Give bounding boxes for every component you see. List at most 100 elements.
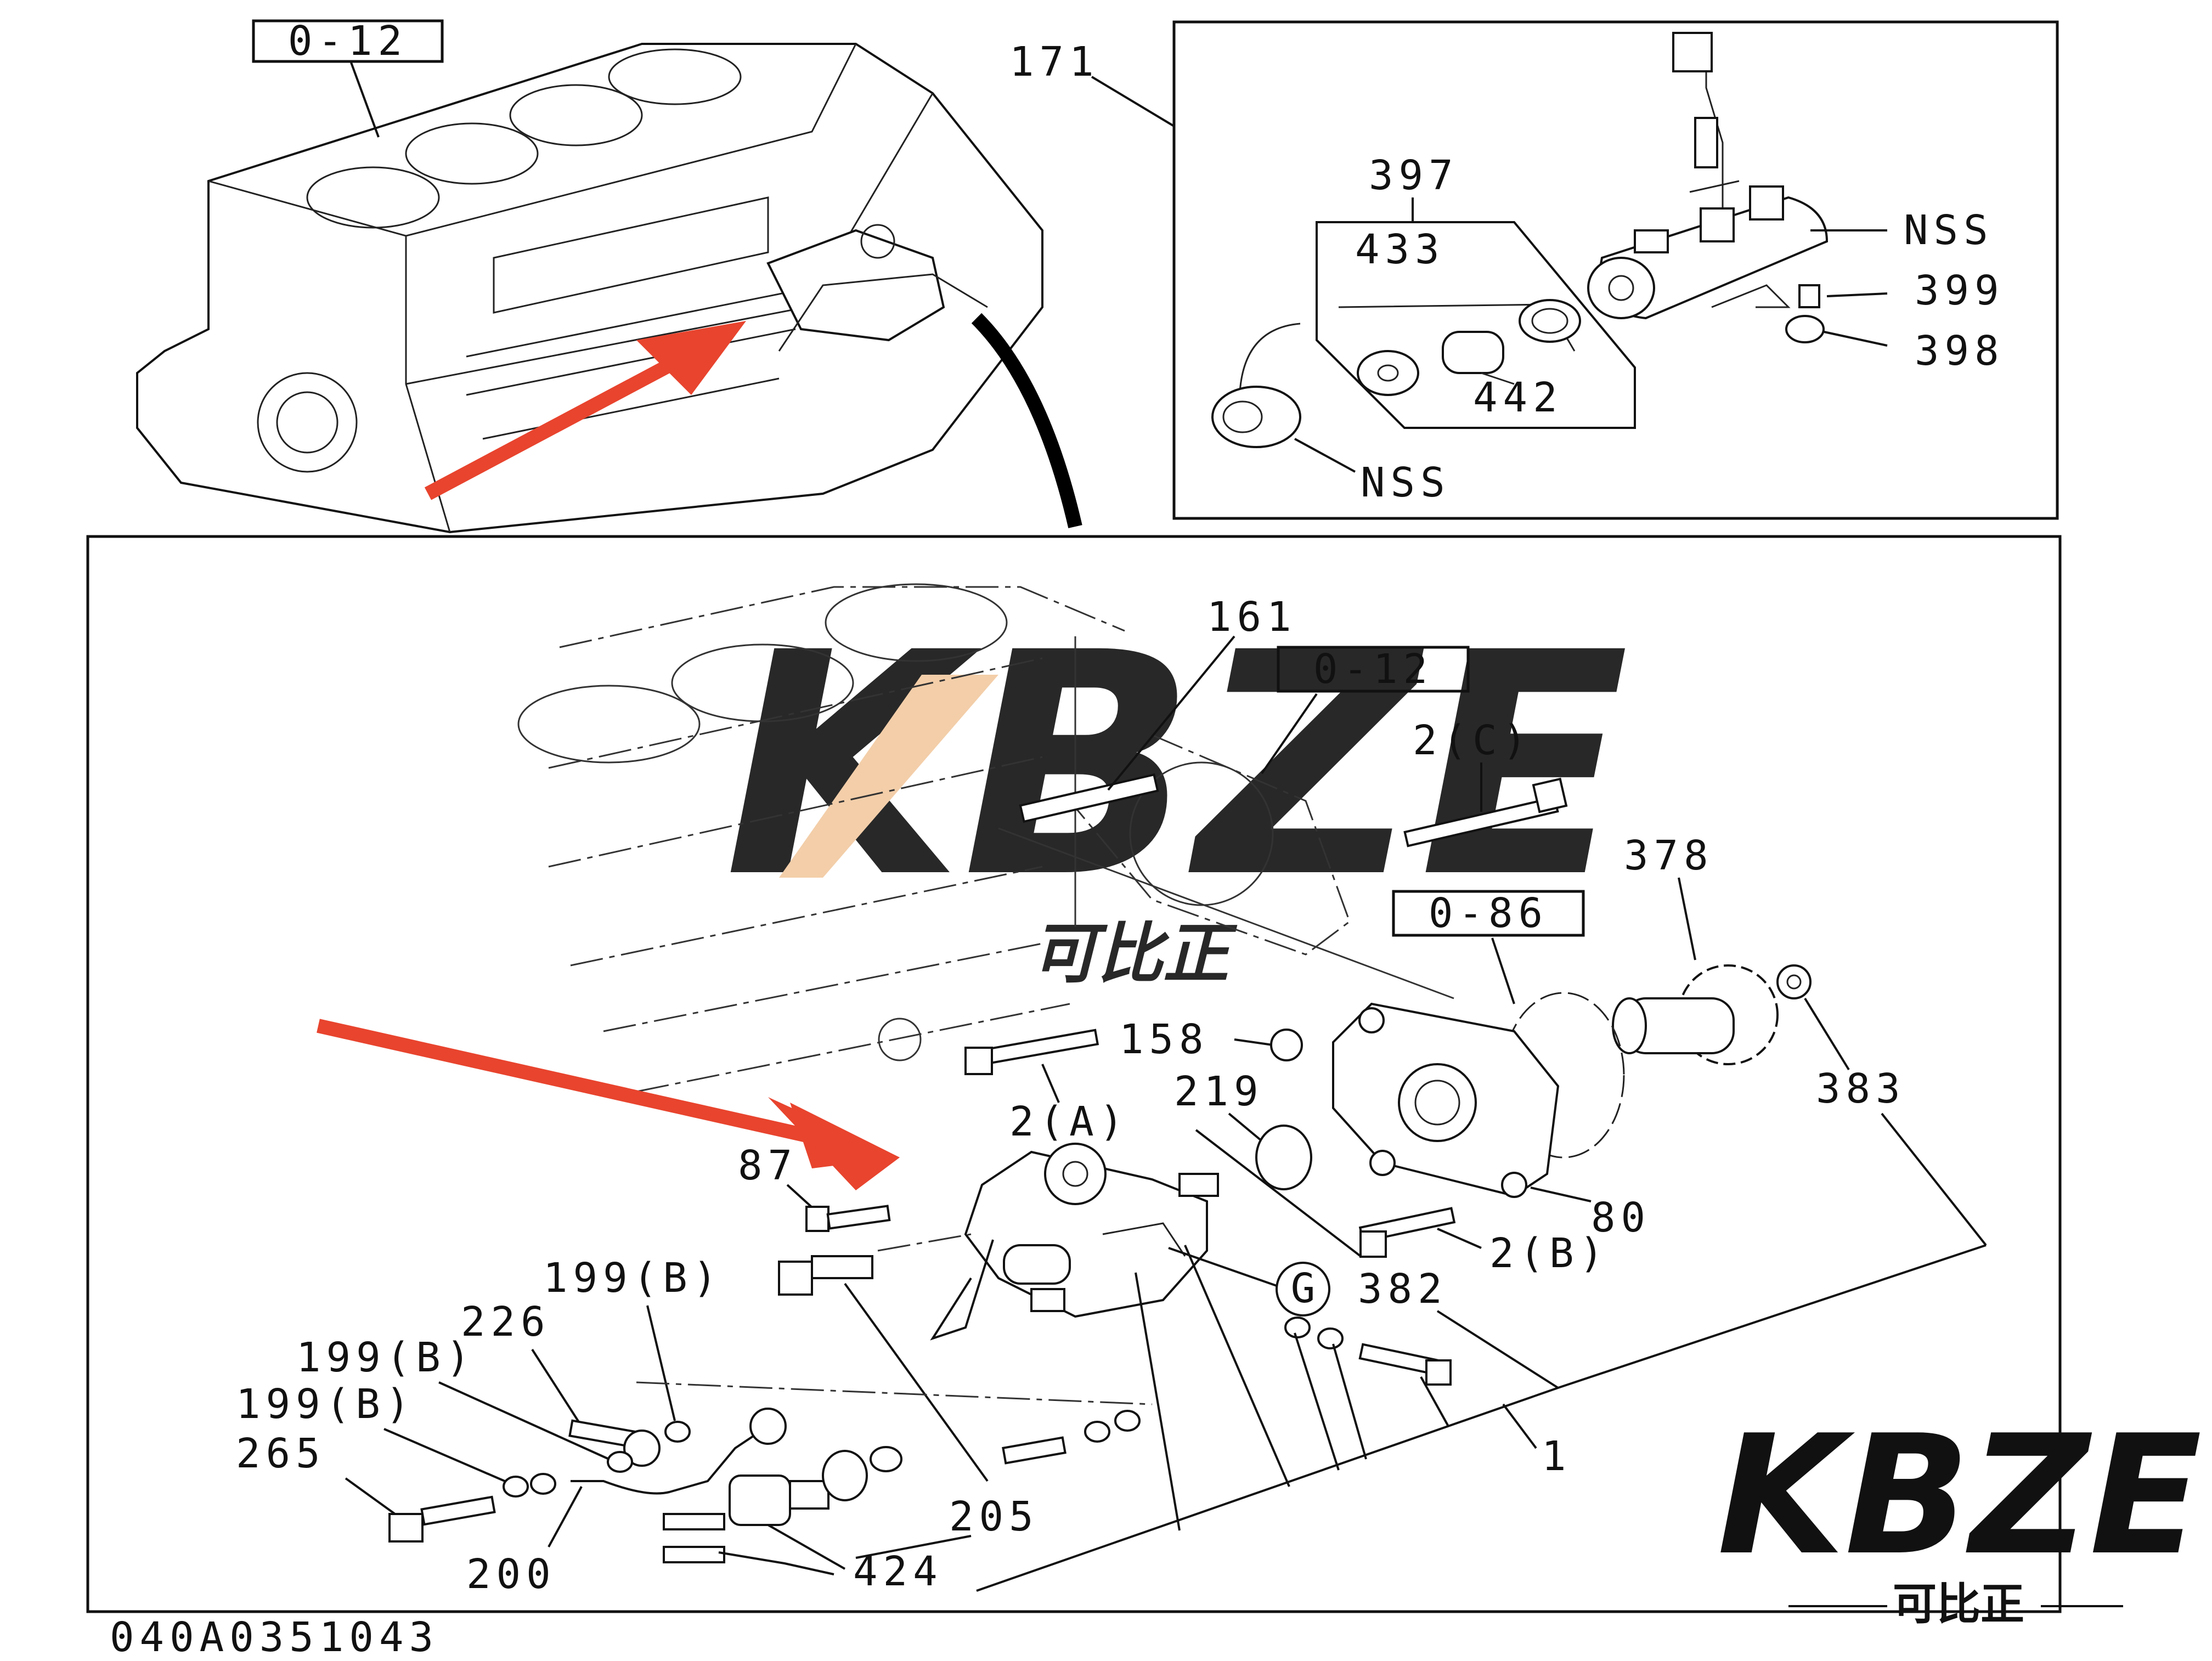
leader-200 <box>548 1486 583 1547</box>
leader-1-a <box>1184 1245 1290 1487</box>
block-ribs <box>466 290 796 440</box>
label-87: 87 <box>738 1142 798 1189</box>
pipe-200 <box>571 1425 769 1495</box>
leader-158 <box>1234 1038 1273 1046</box>
block-edge <box>208 43 857 237</box>
ref-box-0-86 <box>1392 890 1585 937</box>
leader-424-b <box>718 1551 834 1575</box>
label-199b-3: 199(B) <box>236 1381 415 1428</box>
injection-pump <box>930 1143 1219 1341</box>
inset-small-solenoid-face <box>1222 400 1263 433</box>
bore-4 <box>608 48 742 105</box>
inset-solenoid: 171 397 433 442 NSS NSS <box>1009 20 2059 520</box>
inset-oring-inner <box>1531 308 1568 334</box>
bolt-265-head <box>388 1513 424 1543</box>
leader-2b <box>1437 1228 1482 1249</box>
bolt-2b-head <box>1359 1230 1387 1258</box>
inset-small-solenoid <box>1211 386 1301 448</box>
washer-199b-4 <box>530 1473 556 1495</box>
leader-265 <box>345 1477 396 1515</box>
gear-378: 378 <box>1612 832 1779 1065</box>
flange-housing-bore <box>1398 1063 1477 1142</box>
leader-2a <box>1041 1064 1060 1103</box>
bolt-87-head <box>805 1206 830 1232</box>
inset-solenoid-bracket <box>1711 284 1791 308</box>
leader-382-up <box>1195 1129 1362 1257</box>
leader-g <box>1168 1247 1279 1287</box>
inset-label-399: 399 <box>1915 267 2005 314</box>
label-2b: 2(B) <box>1489 1230 1609 1277</box>
bolt-265-shank <box>420 1495 496 1526</box>
stud-161: 161 <box>1019 594 1291 823</box>
inset-big-solenoid-core <box>1608 275 1634 301</box>
bolt-2a-head <box>964 1047 993 1075</box>
inset-label-398: 398 <box>1915 327 2005 375</box>
sensor-205-axis <box>877 1233 972 1252</box>
inset-oring <box>1519 299 1581 343</box>
inset-washer <box>1357 350 1419 396</box>
ghost-bore-2 <box>671 643 854 722</box>
leader-424 <box>768 1524 845 1570</box>
nut-158-shape <box>1270 1029 1303 1061</box>
leader-0-86 <box>1491 937 1515 1004</box>
ref-0-86: 0-86 <box>1392 890 1625 1159</box>
logo-text: KBZE <box>1717 1400 2202 1591</box>
bolt-2b: 2(B) <box>1358 1207 1609 1277</box>
inset-leader-398 <box>1824 331 1888 347</box>
washer-upper-2 <box>1114 1410 1141 1432</box>
label-80: 80 <box>1591 1194 1651 1241</box>
leader-1-main <box>976 1244 1987 1592</box>
ghost-flange <box>1069 734 1351 956</box>
bolt-87: 87 <box>738 1142 891 1232</box>
label-226: 226 <box>461 1298 551 1346</box>
pump-head <box>1044 1143 1107 1205</box>
washer-382-1 <box>1284 1317 1311 1338</box>
ghost-plug <box>878 1018 922 1061</box>
leader-199b-1 <box>646 1305 676 1421</box>
watermark-sub: 可比正 <box>1031 916 1238 992</box>
red-arrow-top-head <box>636 321 746 395</box>
bolt-87-shank <box>826 1205 891 1230</box>
pump-head-core <box>1062 1161 1088 1187</box>
leader-0-12-mid <box>1261 693 1318 775</box>
valve-424-flange <box>822 1450 868 1501</box>
red-arrow-top <box>424 321 746 500</box>
inset-connector <box>1672 32 1713 72</box>
ref-box-0-12-top <box>252 19 444 63</box>
leader-80 <box>1530 1187 1592 1202</box>
label-200: 200 <box>466 1551 556 1598</box>
nut-383-shape <box>1776 964 1812 999</box>
inset-leader-442 <box>1481 372 1515 385</box>
ghost-flange-bore <box>1129 761 1274 906</box>
brand-logo: KBZE 可比正 <box>1717 1400 2202 1630</box>
leader-219 <box>1228 1112 1263 1142</box>
label-382: 382 <box>1358 1265 1448 1313</box>
inset-label-397: 397 <box>1369 152 1459 199</box>
valve-424-oring <box>870 1446 902 1472</box>
inset-ref-label: 171 <box>1009 38 1099 86</box>
valve-424-bolt-1 <box>663 1513 725 1530</box>
ghost-top-edge <box>559 586 1125 648</box>
assembly-leaders: 1 <box>976 1244 1987 1592</box>
stud-161-shape <box>1019 773 1159 823</box>
leader-1-b <box>1294 1332 1340 1471</box>
pump-fitting <box>1030 1288 1065 1312</box>
flange-hole-3 <box>1369 1150 1396 1176</box>
pump-pipe-small <box>778 273 988 352</box>
watermark-accent <box>779 675 998 878</box>
inset-kit-box <box>1316 221 1636 429</box>
inset-label-nss-right: NSS <box>1904 207 1994 254</box>
bore-3 <box>509 84 643 146</box>
inset-leader-nss-left <box>1294 438 1356 473</box>
valve-424-body <box>729 1474 791 1526</box>
pump-on-block <box>766 229 945 342</box>
inset-solenoid-terminal-2 <box>1749 185 1784 221</box>
flange-hole-1 <box>1358 1007 1385 1033</box>
sensor-205-body <box>778 1261 813 1296</box>
label-383: 383 <box>1816 1065 1906 1112</box>
ghost-engine-block <box>517 583 1454 1093</box>
banjo-226 <box>623 1430 661 1467</box>
pump-shaft <box>1178 1173 1219 1197</box>
bore-2 <box>405 122 539 185</box>
